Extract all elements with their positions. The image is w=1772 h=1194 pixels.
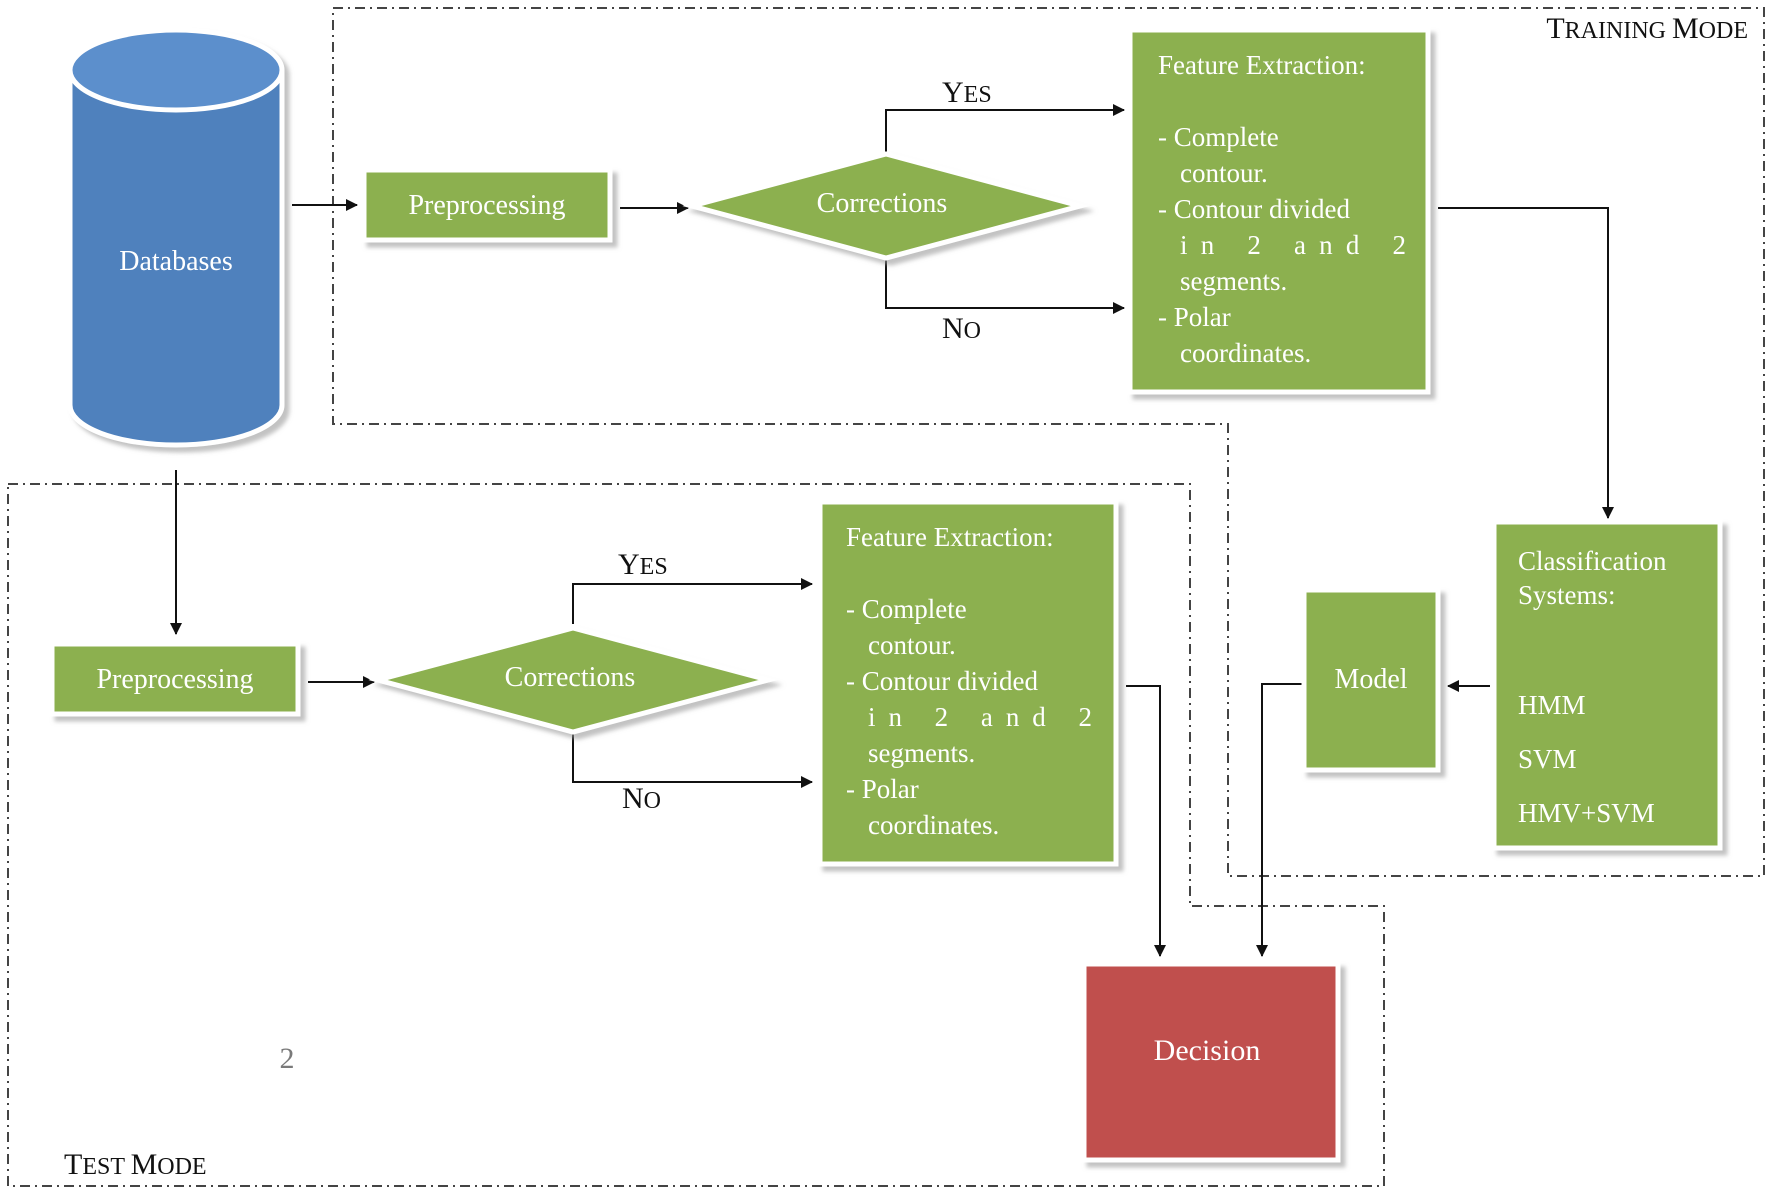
train-preprocessing-box: Preprocessing bbox=[361, 167, 613, 243]
edge-train-no bbox=[885, 260, 1125, 314]
classification-title-line-1: Classification bbox=[1518, 546, 1667, 576]
train-feature-line-6: coordinates. bbox=[1180, 338, 1311, 368]
train-feature-extraction-box: Feature Extraction: - Complete contour. … bbox=[1127, 27, 1431, 395]
train-feature-line-5: - Polar bbox=[1158, 302, 1231, 332]
test-feature-line-3: in 2 and 2 bbox=[868, 702, 1092, 732]
train-no-label: NO bbox=[942, 312, 981, 345]
test-feature-extraction-box: Feature Extraction: - Complete contour. … bbox=[817, 499, 1119, 867]
decision-box: Decision bbox=[1081, 961, 1341, 1163]
train-feature-line-1: contour. bbox=[1180, 158, 1268, 188]
stray-number-label: 2 bbox=[280, 1042, 295, 1075]
test-feature-line-4: segments. bbox=[868, 738, 975, 768]
model-box: Model bbox=[1301, 587, 1441, 773]
training-mode-region bbox=[332, 7, 1765, 877]
train-feature-line-4: segments. bbox=[1180, 266, 1287, 296]
classification-item-svm: SVM bbox=[1518, 744, 1577, 774]
test-no-label: NO bbox=[622, 782, 661, 815]
test-feature-line-6: coordinates. bbox=[868, 810, 999, 840]
classification-title-line-2: Systems: bbox=[1518, 580, 1616, 610]
classification-item-hmm: HMM bbox=[1518, 690, 1586, 720]
test-yes-label: YES bbox=[618, 548, 668, 581]
train-feature-line-0: - Complete bbox=[1158, 122, 1279, 152]
svg-text:Feature Extraction:: Feature Extraction: bbox=[1158, 50, 1366, 80]
test-feature-line-2: - Contour divided bbox=[846, 666, 1038, 696]
svg-text:Feature Extraction:: Feature Extraction: bbox=[846, 522, 1054, 552]
classification-item-hmv-svm: HMV+SVM bbox=[1518, 798, 1655, 828]
test-preprocessing-box: Preprocessing bbox=[49, 641, 301, 717]
test-feature-line-1: contour. bbox=[868, 630, 956, 660]
training-mode-label: TRAINING MODE bbox=[1546, 12, 1748, 45]
test-feature-line-5: - Polar bbox=[846, 774, 919, 804]
edge-model-to-decision bbox=[1256, 683, 1308, 957]
test-feature-line-0: - Complete bbox=[846, 594, 967, 624]
edge-test-no bbox=[572, 732, 813, 788]
svg-text:Model: Model bbox=[1334, 664, 1407, 695]
train-feature-line-3: in 2 and 2 bbox=[1180, 230, 1406, 260]
train-feature-line-2: - Contour divided bbox=[1158, 194, 1350, 224]
train-yes-label: YES bbox=[942, 76, 992, 109]
test-mode-label: TEST MODE bbox=[64, 1148, 207, 1181]
train-corrections-diamond: Corrections bbox=[682, 151, 1090, 261]
svg-text:Preprocessing: Preprocessing bbox=[408, 190, 565, 221]
edge-train-feature-to-classification bbox=[1438, 207, 1614, 519]
svg-text:Decision: Decision bbox=[1154, 1034, 1261, 1067]
edge-train-yes bbox=[885, 104, 1125, 152]
svg-text:Corrections: Corrections bbox=[817, 188, 948, 219]
connectors bbox=[170, 104, 1614, 957]
databases-label: Databases bbox=[119, 246, 233, 277]
edge-test-feature-to-decision bbox=[1126, 685, 1166, 957]
edge-test-yes bbox=[572, 578, 813, 624]
databases-cylinder bbox=[67, 27, 285, 448]
classification-systems-box: Classification Systems: HMM SVM HMV+SVM bbox=[1491, 519, 1723, 851]
test-mode-region bbox=[7, 483, 1385, 1187]
svg-text:Preprocessing: Preprocessing bbox=[96, 664, 253, 695]
svg-text:Corrections: Corrections bbox=[505, 662, 636, 693]
test-corrections-diamond: Corrections bbox=[368, 625, 778, 735]
